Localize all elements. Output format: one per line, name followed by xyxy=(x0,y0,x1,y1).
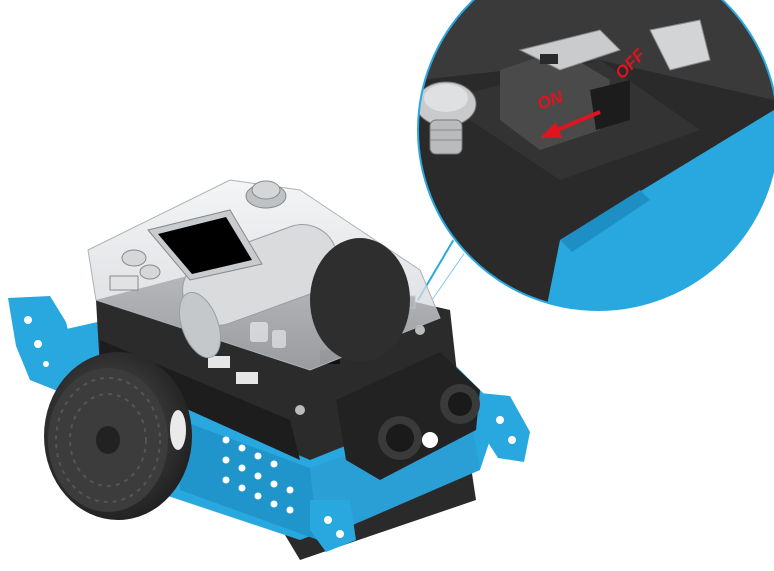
chassis-front-face xyxy=(180,420,318,540)
front-bracket xyxy=(310,500,356,552)
chassis-holes xyxy=(222,436,294,514)
magnified-callout: ON OFF xyxy=(416,0,774,312)
right-bracket xyxy=(470,392,530,462)
ultrasonic-sensor xyxy=(336,352,480,480)
shell-buttons xyxy=(109,249,161,291)
robot-body xyxy=(8,179,530,560)
display-screen xyxy=(147,209,263,281)
rear-wheel xyxy=(310,238,410,362)
arrow-left-icon xyxy=(540,110,601,138)
joystick-knob xyxy=(245,180,287,209)
left-wheel xyxy=(44,352,192,520)
power-switch-icon xyxy=(500,19,711,150)
screw xyxy=(418,81,477,155)
